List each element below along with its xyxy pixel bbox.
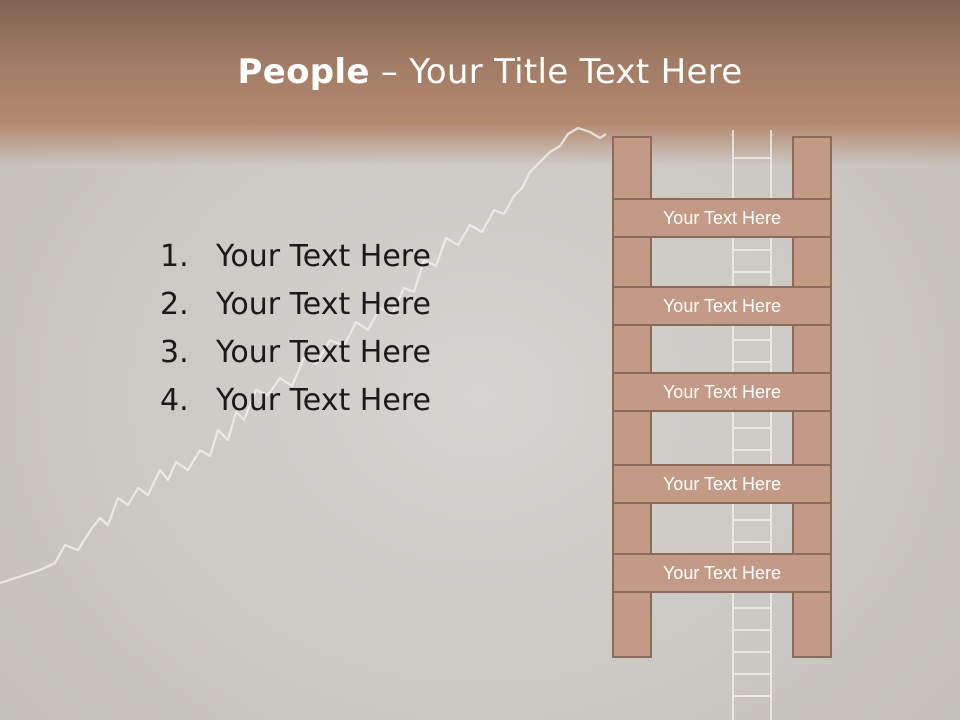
list-text: Your Text Here — [216, 383, 431, 418]
ladder-rung-1[interactable]: Your Text Here — [612, 198, 832, 238]
list-item: 4. Your Text Here — [160, 377, 431, 425]
chalk-growth-line — [0, 126, 607, 585]
ladder-rung-2[interactable]: Your Text Here — [612, 286, 832, 326]
ladder-rung-4[interactable]: Your Text Here — [612, 464, 832, 504]
title-dash: – — [369, 52, 410, 92]
ladder-rung-5[interactable]: Your Text Here — [612, 553, 832, 593]
slide-title[interactable]: People – Your Title Text Here — [0, 52, 960, 92]
list-number: 1. — [160, 239, 189, 274]
list-number: 2. — [160, 287, 189, 322]
numbered-list[interactable]: 1. Your Text Here 2. Your Text Here 3. Your… — [160, 233, 431, 425]
list-item: 3. Your Text Here — [160, 329, 431, 377]
title-text: Your Title Text Here — [409, 52, 743, 92]
list-text: Your Text Here — [216, 335, 431, 370]
title-bold-word: People — [237, 52, 370, 92]
list-number: 4. — [160, 383, 189, 418]
list-number: 3. — [160, 335, 189, 370]
list-item: 1. Your Text Here — [160, 233, 431, 281]
list-item: 2. Your Text Here — [160, 281, 431, 329]
list-text: Your Text Here — [216, 287, 431, 322]
list-text: Your Text Here — [216, 239, 431, 274]
ladder-rung-3[interactable]: Your Text Here — [612, 372, 832, 412]
